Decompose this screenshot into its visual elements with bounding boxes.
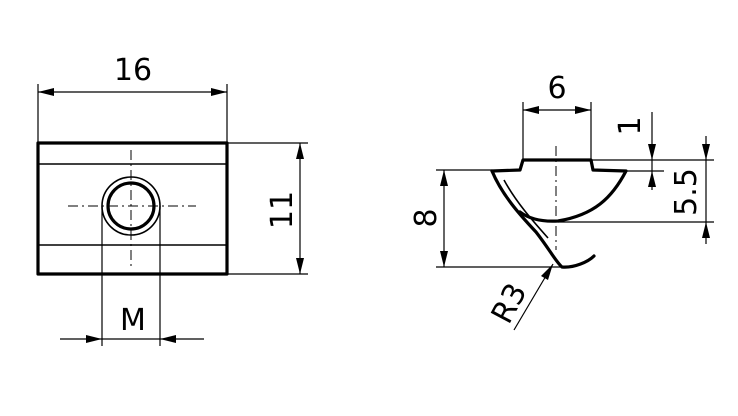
dimension-step-label: 1	[613, 116, 648, 135]
dimension-width: 16	[37, 53, 228, 143]
profile-inner-curve	[503, 179, 549, 239]
dimension-total-height-label: 8	[409, 208, 444, 227]
dimension-thread: M	[60, 206, 204, 346]
spring-tab	[490, 169, 596, 269]
dimension-head-height-label: 5.5	[669, 168, 704, 216]
side-view: 6 1 5.5 8	[409, 71, 714, 331]
dimension-step: 1	[591, 112, 714, 190]
dimension-height-label: 11	[265, 191, 300, 229]
dimension-thread-label: M	[120, 303, 146, 338]
nut-profile	[490, 158, 628, 223]
dimension-width-label: 16	[114, 53, 152, 88]
dimension-height: 11	[227, 142, 308, 275]
dimension-total-height: 8	[409, 169, 562, 268]
nut-outline	[36, 141, 229, 276]
dimension-slot-width: 6	[522, 71, 592, 160]
dimension-head-height: 5.5	[558, 136, 714, 244]
dimension-slot-width-label: 6	[547, 71, 566, 106]
dimension-radius-label: R3	[485, 278, 535, 330]
dimension-radius: R3	[485, 263, 554, 331]
front-view: 16 11 M	[36, 53, 308, 346]
